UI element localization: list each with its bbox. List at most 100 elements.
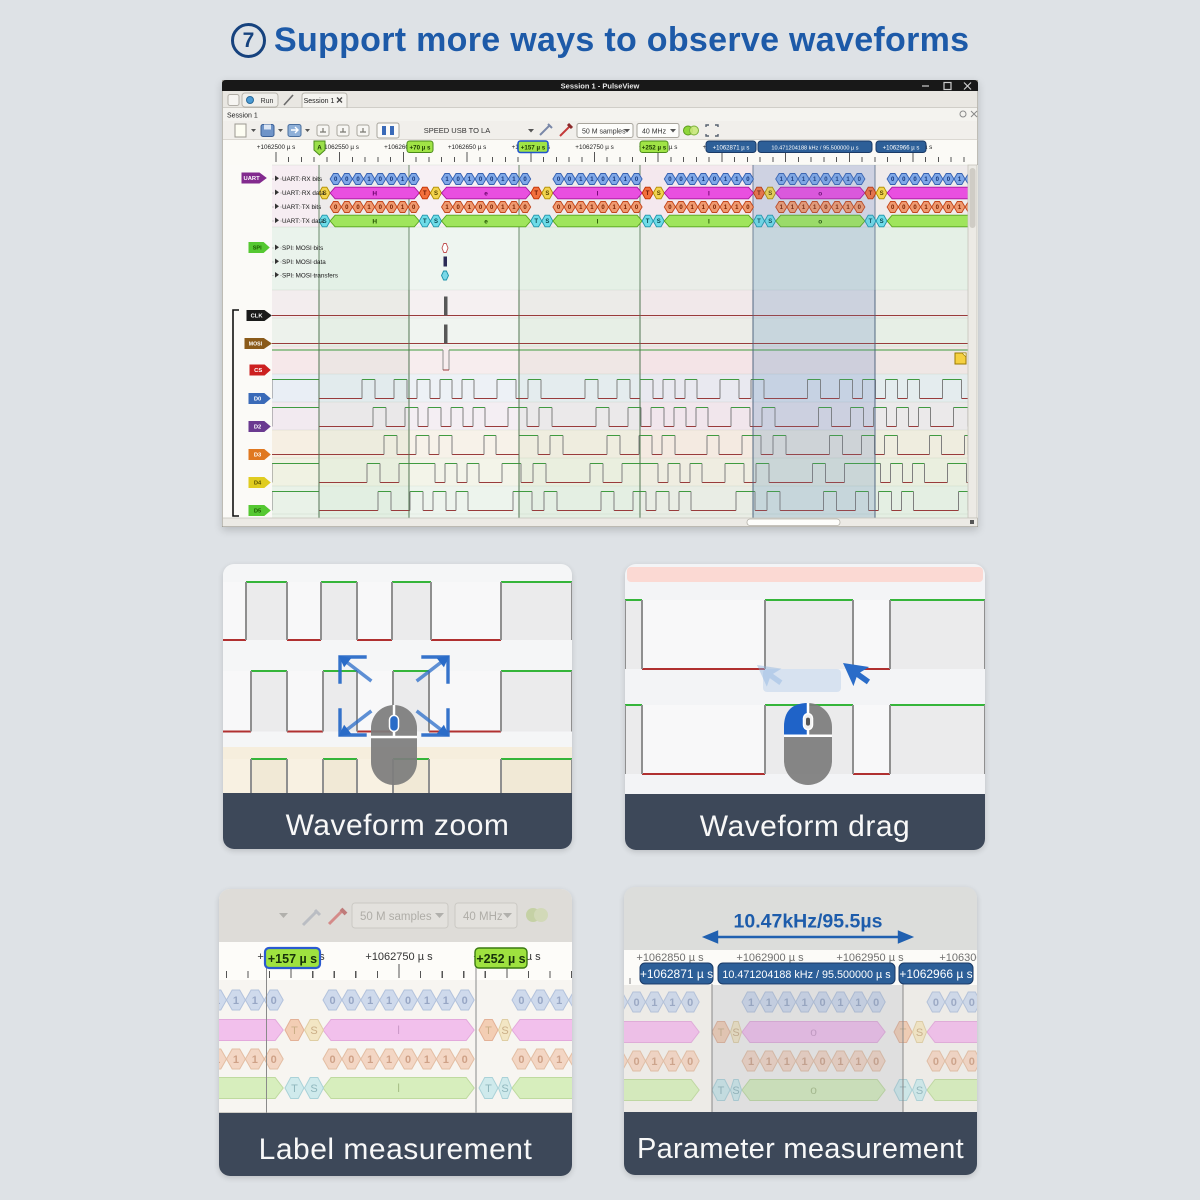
svg-text:1: 1 bbox=[512, 205, 516, 211]
svg-text:S: S bbox=[916, 1027, 923, 1039]
svg-text:S: S bbox=[880, 191, 884, 197]
svg-text:0: 0 bbox=[819, 997, 825, 1009]
svg-text:1: 1 bbox=[367, 205, 371, 211]
svg-text:50 M samples: 50 M samples bbox=[360, 911, 432, 923]
svg-text:1: 1 bbox=[651, 1056, 657, 1068]
svg-text:0: 0 bbox=[635, 205, 639, 211]
svg-text:SPI: MOSI data: SPI: MOSI data bbox=[282, 259, 326, 266]
svg-text:0: 0 bbox=[679, 205, 683, 211]
svg-text:10.471204188 kHz / 95.500000 µ: 10.471204188 kHz / 95.500000 µ s bbox=[722, 969, 891, 981]
svg-text:T: T bbox=[718, 1085, 725, 1097]
svg-text:+157 µ s: +157 µ s bbox=[268, 952, 317, 966]
svg-text:SPI: MOSI bits: SPI: MOSI bits bbox=[282, 245, 323, 252]
svg-text:0: 0 bbox=[348, 1054, 354, 1066]
svg-text:1: 1 bbox=[651, 997, 657, 1009]
svg-text:1: 1 bbox=[780, 205, 784, 211]
svg-text:0: 0 bbox=[462, 995, 468, 1007]
svg-text:1: 1 bbox=[501, 205, 505, 211]
svg-text:0: 0 bbox=[537, 995, 543, 1007]
svg-text:1: 1 bbox=[724, 177, 728, 183]
svg-text:CLK: CLK bbox=[251, 314, 264, 320]
svg-text:0: 0 bbox=[687, 1056, 693, 1068]
svg-text:0: 0 bbox=[568, 177, 572, 183]
svg-text:0: 0 bbox=[356, 205, 360, 211]
svg-text:S: S bbox=[434, 191, 438, 197]
svg-text:0: 0 bbox=[746, 205, 750, 211]
svg-text:0: 0 bbox=[390, 205, 394, 211]
svg-text:0: 0 bbox=[518, 995, 524, 1007]
svg-text:+157 µ s: +157 µ s bbox=[521, 145, 546, 152]
svg-text:0: 0 bbox=[679, 177, 683, 183]
svg-text:0: 0 bbox=[713, 177, 717, 183]
svg-text:0: 0 bbox=[951, 1056, 957, 1068]
svg-text:1: 1 bbox=[813, 177, 817, 183]
svg-text:0: 0 bbox=[635, 177, 639, 183]
svg-text:1: 1 bbox=[252, 1054, 258, 1066]
svg-text:S: S bbox=[310, 1025, 317, 1037]
svg-text:T: T bbox=[757, 219, 761, 225]
svg-text:0: 0 bbox=[902, 205, 906, 211]
svg-text:1: 1 bbox=[443, 1054, 449, 1066]
svg-text:0: 0 bbox=[479, 205, 483, 211]
svg-text:0: 0 bbox=[457, 205, 461, 211]
svg-text:1: 1 bbox=[691, 205, 695, 211]
svg-text:0: 0 bbox=[891, 177, 895, 183]
svg-text:+1062950 µ s: +1062950 µ s bbox=[836, 952, 904, 964]
svg-text:1: 1 bbox=[813, 205, 817, 211]
svg-text:S: S bbox=[732, 1085, 739, 1097]
svg-text:0: 0 bbox=[379, 205, 383, 211]
svg-text:l: l bbox=[597, 218, 599, 225]
svg-text:0: 0 bbox=[490, 205, 494, 211]
svg-text:1: 1 bbox=[613, 177, 617, 183]
svg-text:1: 1 bbox=[735, 177, 739, 183]
svg-text:+252 µ s: +252 µ s bbox=[476, 952, 525, 966]
svg-text:+1062871 µ s: +1062871 µ s bbox=[713, 145, 750, 151]
svg-text:0: 0 bbox=[334, 177, 338, 183]
svg-text:1: 1 bbox=[468, 205, 472, 211]
svg-text:A: A bbox=[317, 145, 322, 152]
svg-text:0: 0 bbox=[933, 997, 939, 1009]
svg-text:SPI: MOSI transfers: SPI: MOSI transfers bbox=[282, 273, 338, 280]
svg-text:H: H bbox=[372, 190, 377, 197]
svg-text:1: 1 bbox=[401, 177, 405, 183]
svg-text:0: 0 bbox=[557, 177, 561, 183]
svg-text:D2: D2 bbox=[254, 425, 261, 431]
svg-text:S: S bbox=[768, 219, 772, 225]
svg-text:l: l bbox=[708, 190, 710, 197]
svg-text:0: 0 bbox=[873, 997, 879, 1009]
svg-text:D4: D4 bbox=[254, 481, 262, 487]
svg-text:0: 0 bbox=[271, 995, 277, 1007]
svg-text:0: 0 bbox=[913, 177, 917, 183]
svg-text:D0: D0 bbox=[254, 397, 261, 403]
svg-text:UART: TX data: UART: TX data bbox=[282, 218, 324, 225]
svg-text:0: 0 bbox=[947, 205, 951, 211]
svg-text:0: 0 bbox=[523, 205, 527, 211]
svg-text:0: 0 bbox=[568, 205, 572, 211]
svg-text:o: o bbox=[810, 1083, 817, 1097]
svg-text:1: 1 bbox=[401, 205, 405, 211]
svg-text:1: 1 bbox=[702, 177, 706, 183]
svg-text:1: 1 bbox=[386, 995, 392, 1007]
svg-text:0: 0 bbox=[412, 205, 416, 211]
svg-text:0: 0 bbox=[969, 997, 975, 1009]
svg-text:40 MHz: 40 MHz bbox=[463, 911, 503, 923]
svg-text:+1062650 µ s: +1062650 µ s bbox=[448, 144, 486, 151]
svg-text:10.471204188 kHz / 95.500000 µ: 10.471204188 kHz / 95.500000 µ s bbox=[771, 145, 858, 151]
svg-text:0: 0 bbox=[891, 205, 895, 211]
svg-text:T: T bbox=[646, 219, 650, 225]
svg-text:+252 µ s: +252 µ s bbox=[642, 145, 667, 152]
svg-text:1: 1 bbox=[802, 177, 806, 183]
svg-text:1: 1 bbox=[855, 1056, 861, 1068]
svg-text:T: T bbox=[869, 191, 873, 197]
svg-text:0: 0 bbox=[329, 995, 335, 1007]
svg-text:50 M samples: 50 M samples bbox=[582, 129, 626, 136]
svg-text:1: 1 bbox=[855, 997, 861, 1009]
svg-text:1: 1 bbox=[924, 205, 928, 211]
svg-text:0: 0 bbox=[329, 1054, 335, 1066]
svg-text:+1062871 µ s: +1062871 µ s bbox=[640, 967, 713, 981]
svg-text:S: S bbox=[545, 219, 549, 225]
svg-text:0: 0 bbox=[601, 177, 605, 183]
svg-text:T: T bbox=[646, 191, 650, 197]
svg-text:MOSI: MOSI bbox=[249, 342, 263, 348]
svg-text:0: 0 bbox=[824, 177, 828, 183]
